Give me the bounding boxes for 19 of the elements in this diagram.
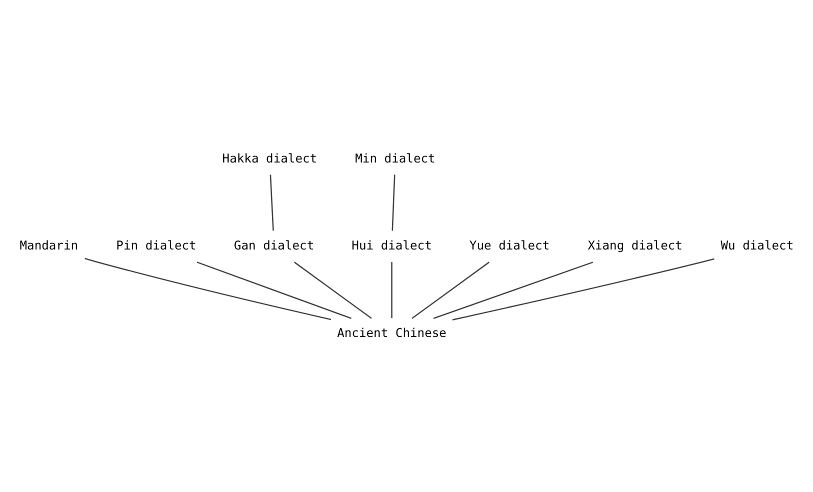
connector xyxy=(452,258,714,320)
node-text: Hakka dialect xyxy=(222,150,318,165)
connector xyxy=(294,261,372,318)
connector xyxy=(391,262,392,318)
connector xyxy=(196,261,352,318)
connector xyxy=(412,261,490,318)
node-text: Wu dialect xyxy=(720,238,794,252)
node-text: Gan dialect xyxy=(234,238,314,252)
node-text: Xiang dialect xyxy=(588,238,682,252)
node-text: Mandarin xyxy=(20,238,78,252)
connector xyxy=(392,174,396,230)
node-text: Pin dialect xyxy=(116,238,196,252)
node-text: Hui dialect xyxy=(352,238,432,252)
node-text: Yue dialect xyxy=(469,238,550,252)
connector xyxy=(433,261,594,318)
node-text: Ancient Chinese xyxy=(337,326,446,340)
connector xyxy=(270,174,274,230)
connector xyxy=(84,257,332,320)
node-text: Min dialect xyxy=(355,150,436,165)
